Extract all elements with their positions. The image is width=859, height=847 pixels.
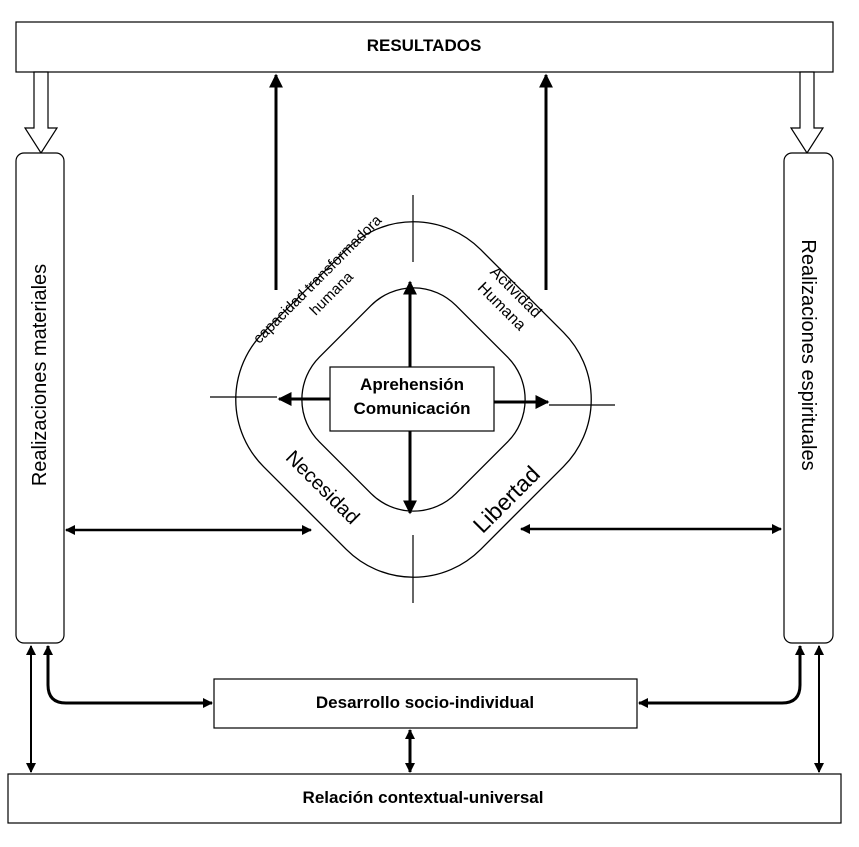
comunicacion-label: Comunicación — [353, 399, 470, 418]
desarrollo-label: Desarrollo socio-individual — [316, 693, 534, 712]
curved-arrow-left — [43, 645, 213, 708]
relacion-box: Relación contextual-universal — [7, 773, 842, 824]
resultados-label: RESULTADOS — [367, 36, 482, 55]
aprehension-label: Aprehensión — [360, 375, 464, 394]
hollow-arrow-right — [789, 71, 825, 155]
realizaciones-espirituales-box: Realizaciones espirituales — [783, 152, 834, 644]
relacion-label: Relación contextual-universal — [303, 788, 544, 807]
aprehension-box: Aprehensión Comunicación — [329, 366, 495, 432]
resultados-box: RESULTADOS — [15, 21, 834, 73]
curved-arrow-right — [638, 645, 805, 708]
realizaciones-materiales-label: Realizaciones materiales — [29, 264, 51, 486]
realizaciones-materiales-box: Realizaciones materiales — [15, 152, 65, 644]
realizaciones-espirituales-label: Realizaciones espirituales — [797, 239, 819, 470]
desarrollo-box: Desarrollo socio-individual — [213, 678, 638, 729]
hollow-arrow-left — [23, 71, 59, 155]
